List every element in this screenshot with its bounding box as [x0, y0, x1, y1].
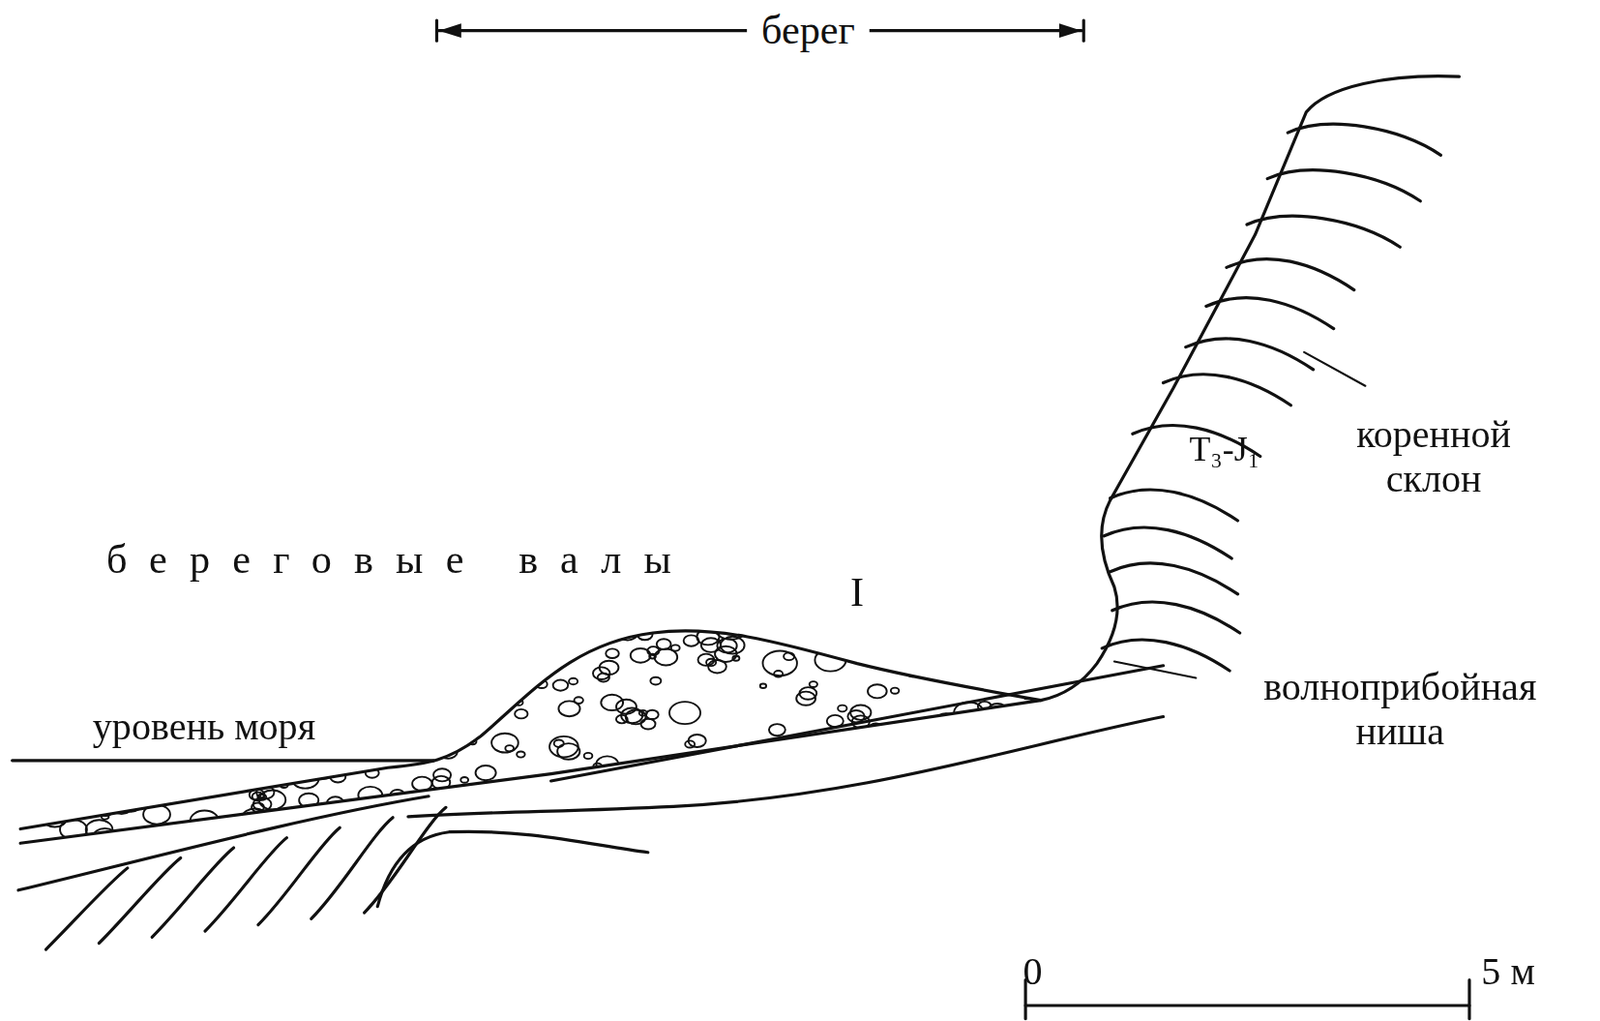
bedrock-layer — [551, 665, 1164, 781]
scale-bar — [1025, 979, 1470, 1019]
bedrock-layer — [18, 796, 429, 890]
bedrock-hatching — [45, 806, 445, 949]
ridge-number: I — [850, 568, 864, 617]
landform-label: береговые валы — [106, 535, 694, 584]
age-index: T₃-J₁ — [1188, 429, 1260, 470]
extent-label: берег — [746, 6, 869, 55]
scale-value: 0 — [1022, 948, 1042, 994]
scale-value: 5 м — [1481, 948, 1535, 994]
sea-level-line — [12, 758, 435, 762]
leader-line — [1303, 352, 1365, 386]
pebbles — [15, 614, 1046, 867]
bedrock-cliff — [1040, 76, 1459, 701]
bedrock-layer — [408, 716, 1164, 817]
sea-level-label: уровень моря — [92, 704, 316, 749]
bedrock-hatching — [1101, 123, 1441, 671]
slope-label: коренной склон — [1316, 412, 1552, 502]
niche-label: волноприбойная ниша — [1231, 664, 1569, 754]
leader-line — [1114, 661, 1196, 679]
